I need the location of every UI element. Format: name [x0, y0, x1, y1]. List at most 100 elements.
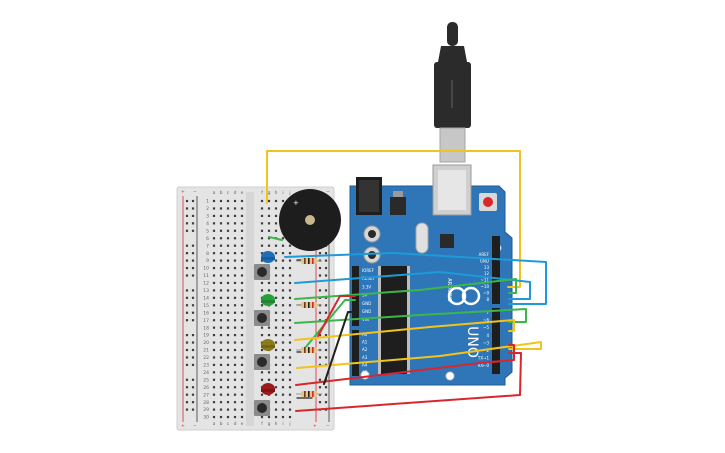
breadboard-hole[interactable] — [226, 274, 230, 277]
breadboard-hole[interactable] — [240, 266, 244, 270]
wire-green-short[interactable] — [268, 236, 283, 241]
breadboard-hole[interactable] — [185, 222, 189, 225]
breadboard-hole[interactable] — [324, 274, 328, 277]
breadboard-hole[interactable] — [212, 214, 216, 217]
breadboard-hole[interactable] — [219, 386, 223, 389]
breadboard-hole[interactable] — [233, 334, 237, 337]
resistor-3[interactable] — [296, 347, 322, 353]
breadboard-hole[interactable] — [191, 348, 195, 352]
breadboard-hole[interactable] — [219, 393, 223, 396]
breadboard-hole[interactable] — [191, 401, 195, 404]
breadboard-hole[interactable] — [191, 408, 195, 411]
breadboard-hole[interactable] — [324, 401, 328, 404]
breadboard-hole[interactable] — [185, 356, 189, 359]
breadboard-hole[interactable] — [233, 274, 237, 277]
breadboard-hole[interactable] — [274, 326, 278, 329]
push-button-1[interactable] — [254, 264, 270, 280]
breadboard-hole[interactable] — [191, 207, 195, 210]
breadboard-hole[interactable] — [219, 237, 223, 240]
wire-green-2[interactable] — [294, 308, 527, 324]
breadboard-hole[interactable] — [260, 371, 264, 374]
breadboard-hole[interactable] — [281, 319, 285, 322]
breadboard-hole[interactable] — [274, 386, 278, 389]
breadboard-hole[interactable] — [191, 356, 195, 359]
breadboard-hole[interactable] — [233, 259, 237, 262]
breadboard-hole[interactable] — [267, 214, 271, 217]
breadboard-hole[interactable] — [274, 266, 278, 270]
breadboard-hole[interactable] — [288, 266, 292, 270]
breadboard-hole[interactable] — [240, 274, 244, 277]
breadboard-hole[interactable] — [288, 274, 292, 277]
breadboard-hole[interactable] — [288, 378, 292, 381]
breadboard-hole[interactable] — [185, 386, 189, 389]
wire-yellow-3[interactable] — [296, 341, 542, 369]
breadboard-hole[interactable] — [212, 348, 216, 352]
breadboard-hole[interactable] — [240, 341, 244, 344]
resistor-1[interactable] — [296, 258, 322, 264]
breadboard-hole[interactable] — [240, 214, 244, 217]
led-red[interactable] — [261, 383, 275, 395]
breadboard-hole[interactable] — [191, 341, 195, 344]
breadboard-hole[interactable] — [233, 222, 237, 225]
breadboard-hole[interactable] — [226, 341, 230, 344]
breadboard-hole[interactable] — [274, 199, 278, 203]
breadboard-hole[interactable] — [191, 266, 195, 270]
breadboard-hole[interactable] — [274, 229, 278, 232]
breadboard-hole[interactable] — [260, 281, 264, 285]
breadboard-hole[interactable] — [260, 207, 264, 210]
breadboard-hole[interactable] — [240, 296, 244, 299]
breadboard-hole[interactable] — [274, 274, 278, 277]
wire-yellow-2[interactable] — [294, 319, 515, 341]
breadboard-hole[interactable] — [267, 199, 271, 203]
breadboard-hole[interactable] — [324, 289, 328, 292]
breadboard-hole[interactable] — [281, 363, 285, 366]
breadboard-hole[interactable] — [226, 222, 230, 225]
breadboard-hole[interactable] — [226, 326, 230, 329]
breadboard-hole[interactable] — [288, 401, 292, 404]
push-button-3[interactable] — [254, 354, 270, 370]
breadboard-hole[interactable] — [191, 199, 195, 203]
breadboard-hole[interactable] — [260, 222, 264, 225]
breadboard-hole[interactable] — [226, 311, 230, 314]
breadboard-hole[interactable] — [240, 304, 244, 307]
breadboard-hole[interactable] — [324, 252, 328, 255]
breadboard-hole[interactable] — [212, 207, 216, 210]
breadboard-hole[interactable] — [274, 259, 278, 262]
breadboard-hole[interactable] — [233, 348, 237, 352]
breadboard-hole[interactable] — [240, 408, 244, 411]
breadboard-hole[interactable] — [267, 326, 271, 329]
breadboard-hole[interactable] — [274, 222, 278, 225]
breadboard-hole[interactable] — [219, 274, 223, 277]
breadboard-hole[interactable] — [260, 229, 264, 232]
breadboard-hole[interactable] — [219, 266, 223, 270]
breadboard-hole[interactable] — [226, 281, 230, 285]
breadboard-hole[interactable] — [219, 199, 223, 203]
breadboard-hole[interactable] — [185, 311, 189, 314]
breadboard-hole[interactable] — [240, 356, 244, 359]
breadboard-hole[interactable] — [240, 252, 244, 255]
breadboard-hole[interactable] — [219, 311, 223, 314]
breadboard-hole[interactable] — [240, 326, 244, 329]
breadboard-hole[interactable] — [324, 334, 328, 337]
breadboard-hole[interactable] — [288, 348, 292, 352]
breadboard-hole[interactable] — [281, 408, 285, 411]
breadboard-hole[interactable] — [233, 415, 237, 419]
breadboard-hole[interactable] — [318, 274, 322, 277]
breadboard-hole[interactable] — [324, 296, 328, 299]
breadboard-hole[interactable] — [185, 214, 189, 217]
breadboard-hole[interactable] — [185, 199, 189, 203]
breadboard-hole[interactable] — [267, 289, 271, 292]
breadboard-hole[interactable] — [233, 266, 237, 270]
breadboard-hole[interactable] — [212, 266, 216, 270]
breadboard-hole[interactable] — [281, 296, 285, 299]
breadboard-hole[interactable] — [274, 401, 278, 404]
breadboard-hole[interactable] — [226, 378, 230, 381]
breadboard-hole[interactable] — [219, 356, 223, 359]
breadboard-hole[interactable] — [212, 386, 216, 389]
breadboard-hole[interactable] — [185, 229, 189, 232]
breadboard-hole[interactable] — [274, 214, 278, 217]
breadboard-hole[interactable] — [185, 378, 189, 381]
breadboard-hole[interactable] — [324, 393, 328, 396]
breadboard-hole[interactable] — [260, 393, 264, 396]
breadboard-hole[interactable] — [191, 274, 195, 277]
